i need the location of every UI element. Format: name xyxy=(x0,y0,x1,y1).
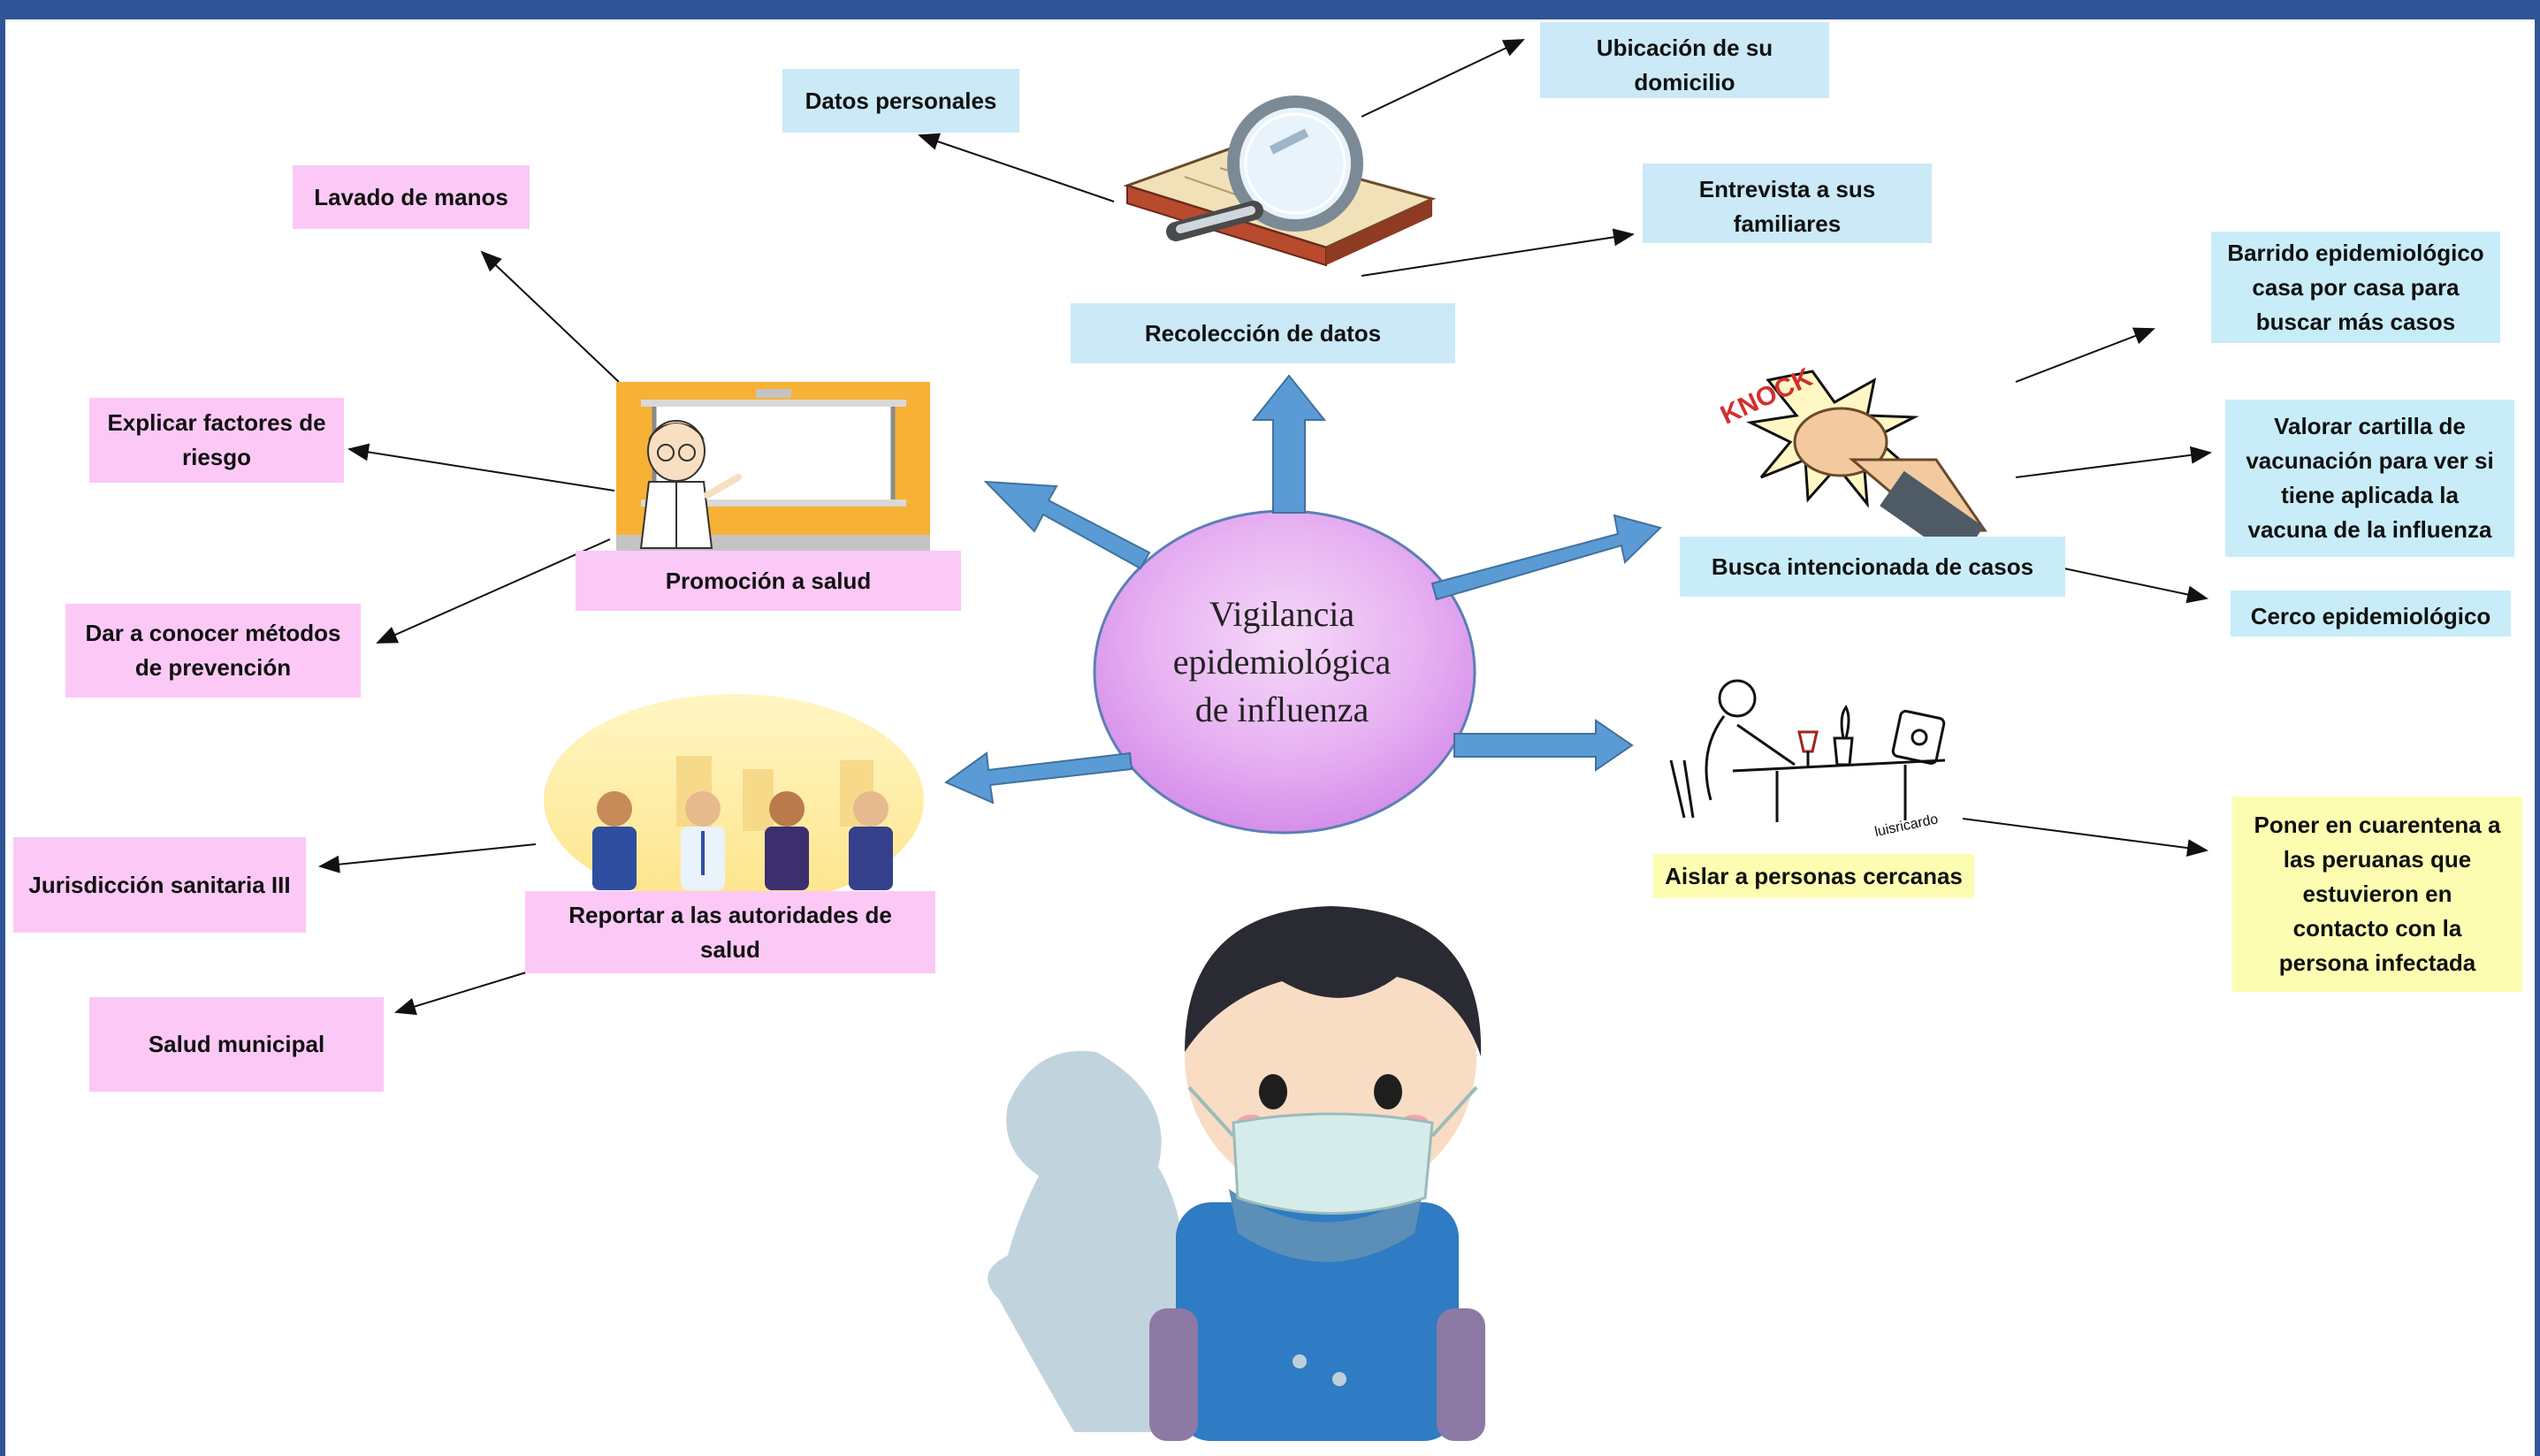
isolated-person-illustration: luisricardo xyxy=(1669,679,1946,840)
connector-cartilla xyxy=(2015,446,2212,478)
node-valorar-cartilla: Valorar cartilla de vacunación para ver … xyxy=(2225,400,2514,557)
connector-jurisdiccion xyxy=(318,843,537,873)
spoke-arrows xyxy=(943,374,1662,804)
arrow-upper-right xyxy=(1430,514,1662,601)
node-cerco-epidemiologico: Cerco epidemiológico xyxy=(2231,591,2511,637)
node-jurisdiccion-sanitaria: Jurisdicción sanitaria III xyxy=(13,837,306,933)
node-aislar-personas: Aislar a personas cercanas xyxy=(1653,854,1974,898)
connector-entrevista xyxy=(1361,228,1635,277)
node-reportar-autoridades: Reportar a las autoridades de salud xyxy=(525,891,935,973)
connector-factores xyxy=(347,443,615,492)
connector-cerco xyxy=(2059,567,2208,604)
connector-metodos xyxy=(376,538,611,644)
teacher-whiteboard-illustration xyxy=(616,382,930,559)
node-salud-municipal: Salud municipal xyxy=(89,997,384,1092)
connector-municipal xyxy=(394,972,527,1016)
node-ubicacion-domicilio: Ubicación de su domicilio xyxy=(1540,22,1829,98)
node-entrevista-familiares: Entrevista a sus familiares xyxy=(1643,164,1932,243)
node-recoleccion-datos: Recolección de datos xyxy=(1071,303,1455,363)
node-factores-riesgo: Explicar factores de riesgo xyxy=(89,398,344,483)
connector-cuarentena xyxy=(1962,818,2208,858)
node-datos-personales: Datos personales xyxy=(782,69,1019,133)
officials-group-illustration xyxy=(544,694,924,906)
node-lavado-manos: Lavado de manos xyxy=(293,165,530,229)
central-topic-label: Vigilancia epidemiológica de influenza xyxy=(1172,594,1392,729)
frame-border-right xyxy=(2535,0,2540,1456)
connector-ubicacion xyxy=(1361,39,1525,118)
frame-border-top xyxy=(0,0,2540,19)
node-promocion-salud: Promoción a salud xyxy=(576,551,961,611)
arrow-lower-left xyxy=(943,751,1133,804)
frame-border-left xyxy=(0,0,5,1456)
magnifier-book-illustration xyxy=(1123,95,1437,267)
arrow-upper-left xyxy=(983,480,1151,570)
arrow-up xyxy=(1251,374,1327,514)
node-metodos-prevencion: Dar a conocer métodos de prevención xyxy=(65,604,361,698)
connector-lavado xyxy=(480,250,620,383)
node-barrido-epidemiologico: Barrido epidemiológico casa por casa par… xyxy=(2211,232,2500,343)
node-busca-casos: Busca intencionada de casos xyxy=(1680,537,2065,597)
node-cuarentena: Poner en cuarentena a las peruanas que e… xyxy=(2232,797,2522,992)
connector-lines xyxy=(318,39,2212,1016)
masked-boy-illustration xyxy=(988,906,1485,1441)
connector-datos-personales xyxy=(918,133,1115,202)
arrow-right xyxy=(1453,719,1634,772)
connector-barrido xyxy=(2015,327,2155,383)
knocking-hand-illustration: KNOCK xyxy=(1716,362,1987,562)
